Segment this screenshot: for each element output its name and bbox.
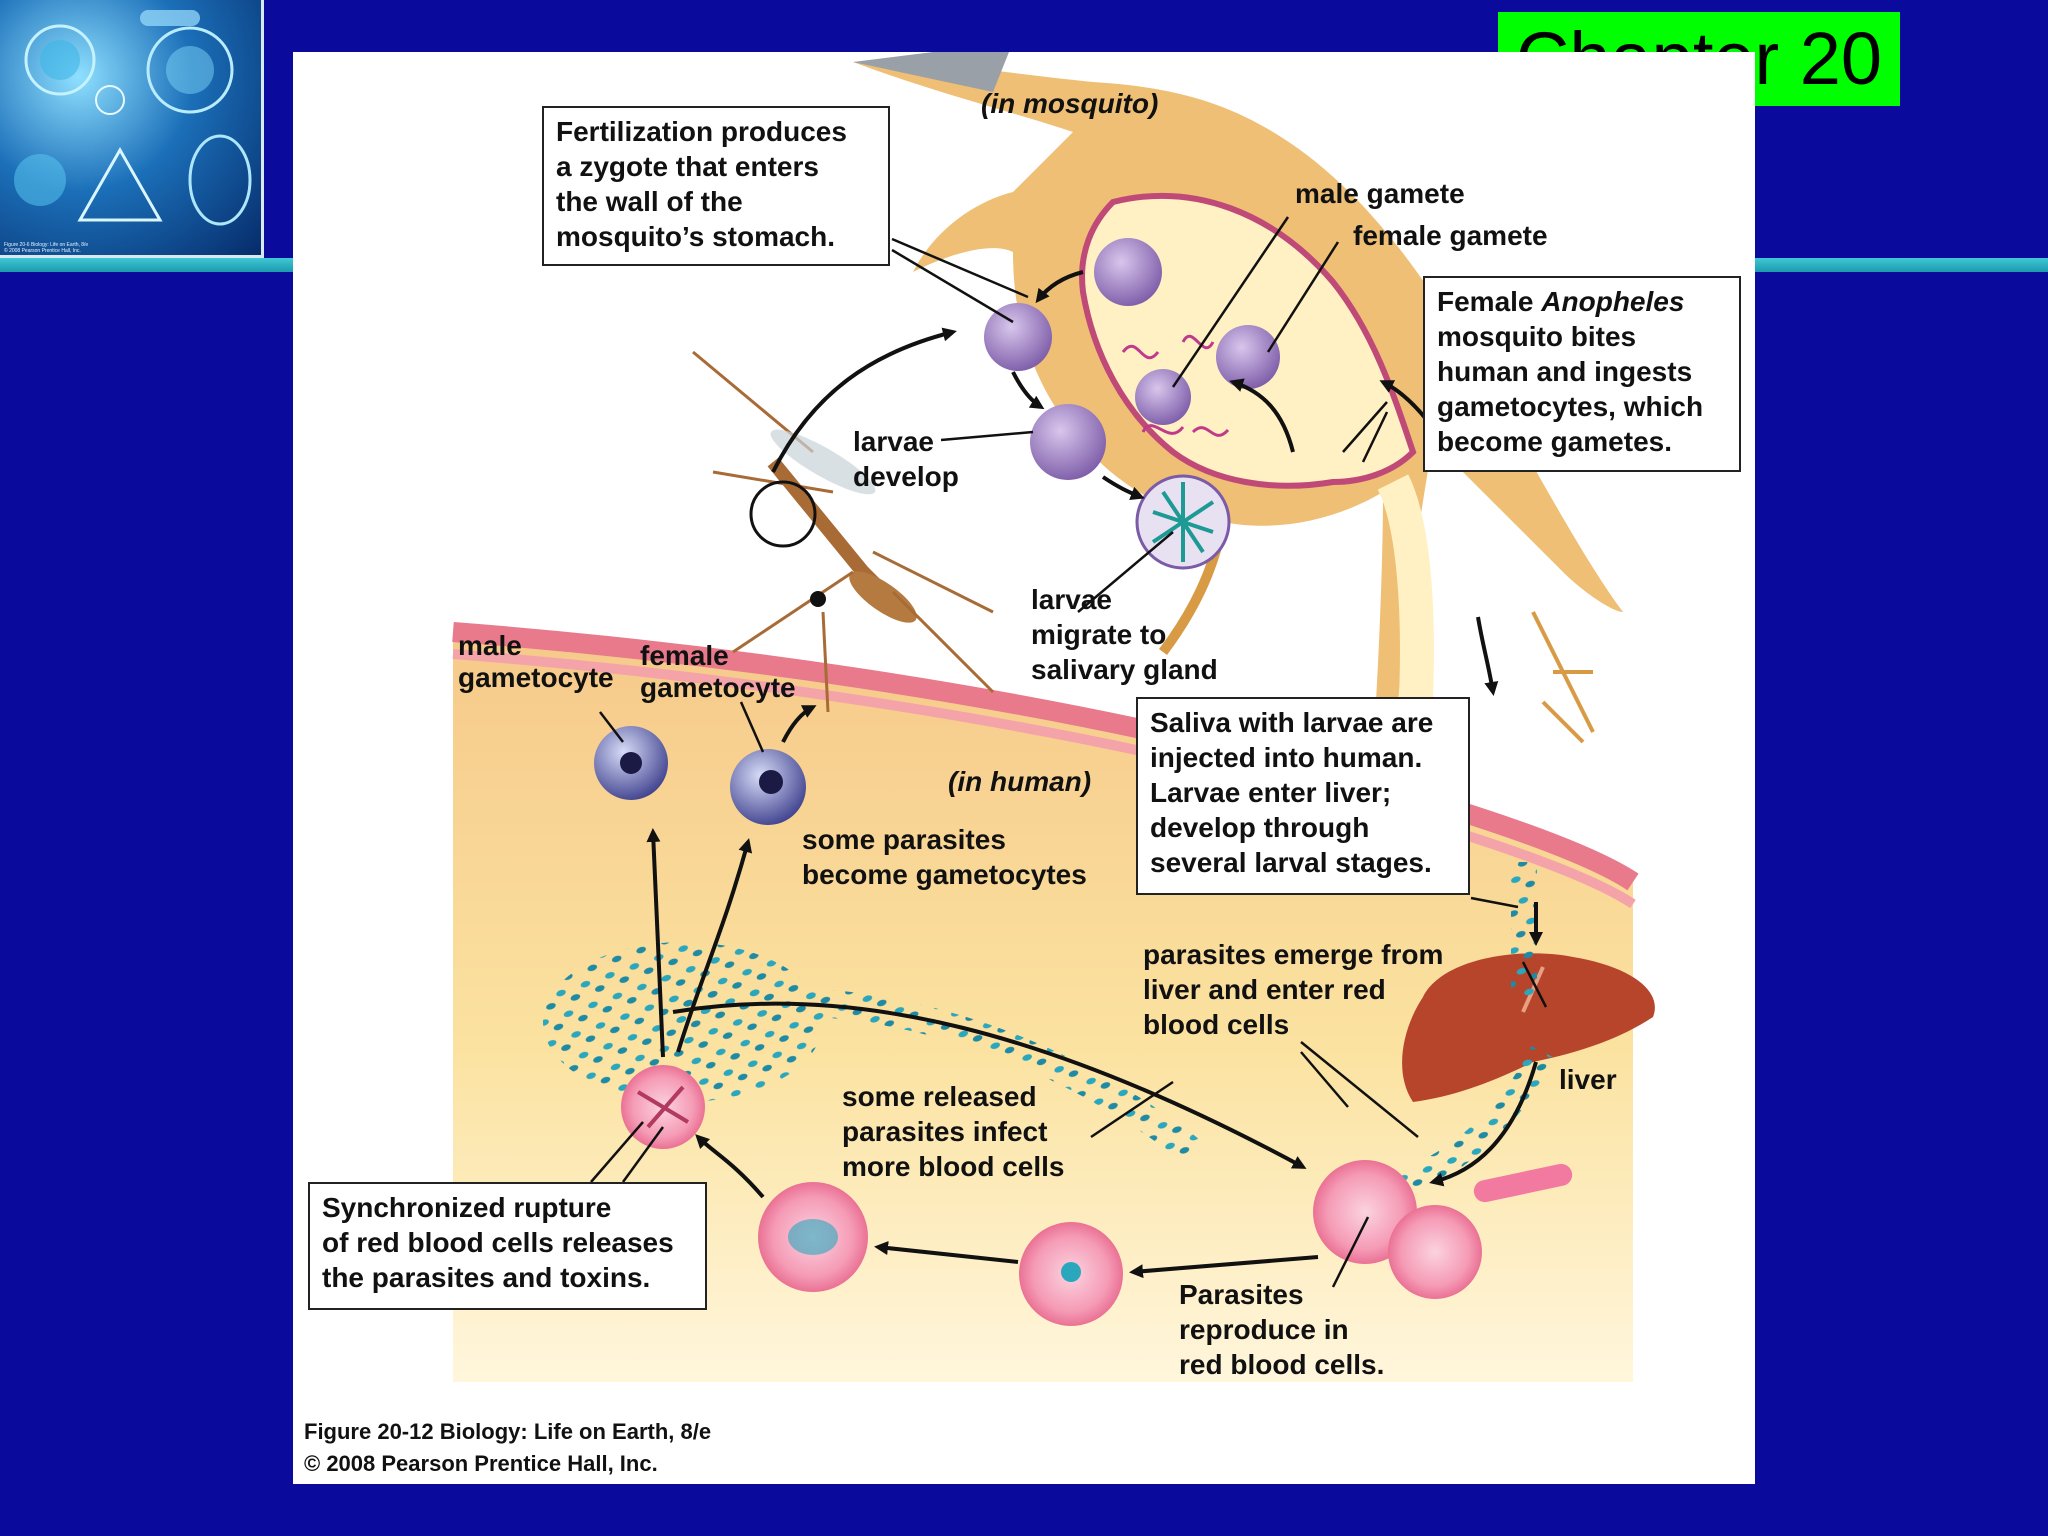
thumbnail-image: Figure 20-6 Biology: Life on Earth, 8/e … [0, 0, 264, 258]
label-female-gamete: female gamete [1353, 220, 1548, 251]
thumbnail-caption: Figure 20-6 Biology: Life on Earth, 8/e … [4, 242, 88, 254]
region-label-in-human: (in human) [948, 766, 1092, 797]
label-some-released-parasites: some released parasites infect more bloo… [842, 1081, 1065, 1182]
label-larvae-develop: larvae develop [853, 426, 959, 492]
label-female-gametocyte: female gametocyte [640, 640, 796, 703]
box-female-anopheles-italic: Anopheles [1541, 286, 1685, 317]
label-larvae-migrate: larvae migrate to salivary gland [1031, 584, 1218, 685]
label-leader-lines [590, 216, 1548, 1288]
red-blood-cells [621, 1065, 1573, 1326]
box-synchronized-rupture: Synchronized rupture of red blood cells … [308, 1182, 707, 1310]
box-female-anopheles: Female Anopheles mosquito bites human an… [1423, 276, 1741, 472]
figure-caption-line-2: © 2008 Pearson Prentice Hall, Inc. [304, 1451, 658, 1476]
label-some-parasites-gametocytes: some parasites become gametocytes [802, 824, 1087, 890]
box-female-anopheles-text-pre: Female [1437, 286, 1542, 317]
thumbnail-caption-line-1: Figure 20-6 Biology: Life on Earth, 8/e [4, 242, 89, 248]
label-liver: liver [1559, 1064, 1617, 1095]
malaria-life-cycle-figure: (in mosquito) (in human) Fertilization p… [293, 52, 1755, 1484]
label-parasites-reproduce: Parasites reproduce in red blood cells. [1179, 1279, 1385, 1380]
box-saliva: Saliva with larvae are injected into hum… [1136, 697, 1470, 895]
box-female-anopheles-text-post: mosquito bites human and ingests gametoc… [1437, 321, 1704, 457]
region-label-in-mosquito: (in mosquito) [981, 88, 1159, 119]
figure-caption-line-1: Figure 20-12 Biology: Life on Earth, 8/e [304, 1419, 712, 1444]
thumbnail-caption-line-2: © 2008 Pearson Prentice Hall, Inc. [4, 248, 81, 254]
human-gametocytes [594, 726, 806, 825]
label-male-gametocyte: male gametocyte [458, 630, 614, 693]
box-fertilization: Fertilization produces a zygote that ent… [542, 106, 890, 266]
label-parasites-emerge: parasites emerge from liver and enter re… [1143, 939, 1444, 1040]
thumbnail-diatoms-art [14, 10, 252, 226]
cycle-arrows [646, 270, 1543, 1279]
mosquito-illustration [692, 350, 995, 713]
label-male-gamete: male gamete [1295, 178, 1465, 209]
